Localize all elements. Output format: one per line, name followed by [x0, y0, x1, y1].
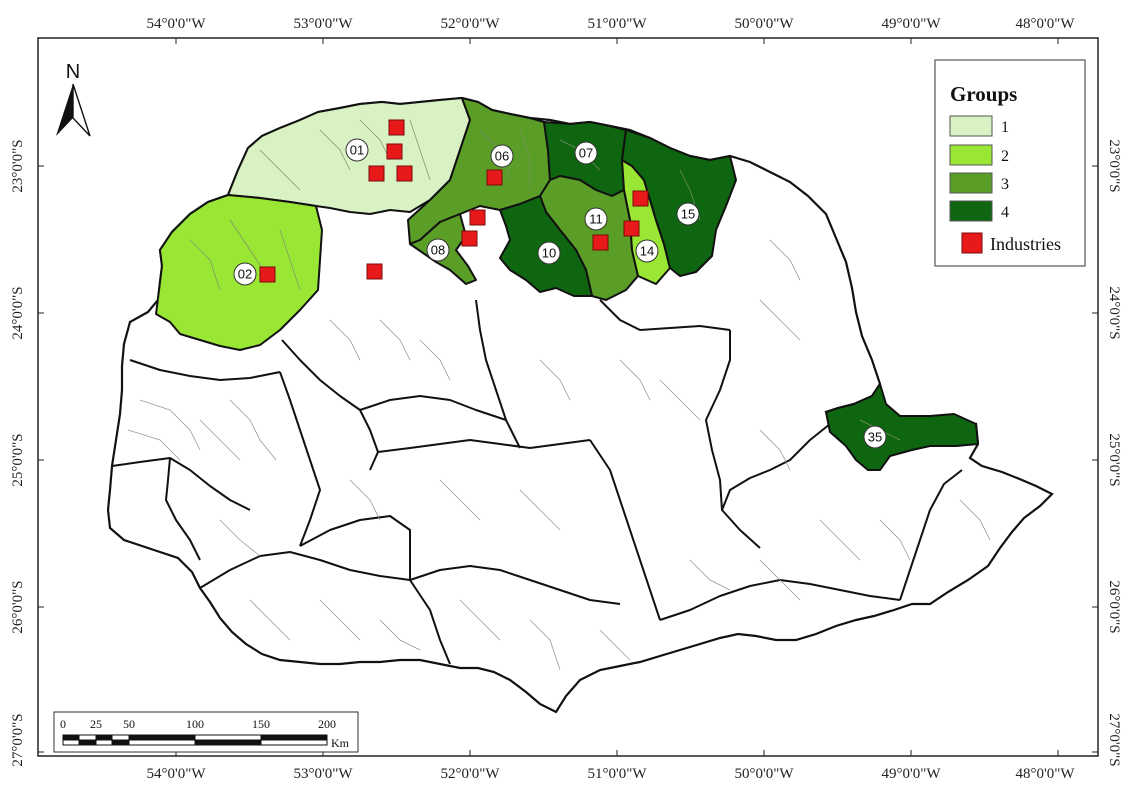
right-latitude-ticks: 23°0'0"S 24°0'0"S 25°0'0"S 26°0'0"S 27°0…	[1092, 139, 1122, 767]
bottom-lon-tick-label: 51°0'0"W	[588, 766, 648, 782]
svg-text:08: 08	[431, 243, 445, 258]
industry-marker	[592, 234, 609, 251]
legend-label: 3	[1001, 176, 1009, 193]
region-label-06: 06	[490, 144, 514, 168]
left-lat-tick-label: 24°0'0"S	[10, 286, 26, 339]
industry-marker	[486, 169, 503, 186]
region-label-07: 07	[574, 141, 598, 165]
left-lat-tick-label: 23°0'0"S	[10, 139, 26, 192]
industry-marker	[623, 220, 640, 237]
legend-title: Groups	[950, 82, 1017, 106]
region-label-01: 01	[345, 138, 369, 162]
top-lon-tick-label: 48°0'0"W	[1016, 16, 1076, 32]
industry-marker	[386, 143, 403, 160]
svg-text:35: 35	[868, 430, 882, 445]
left-lat-tick-label: 26°0'0"S	[10, 580, 26, 633]
scale-unit-label: Km	[331, 736, 350, 750]
industry-marker	[469, 209, 486, 226]
legend-item-3: 3	[949, 172, 1009, 194]
svg-text:02: 02	[238, 267, 252, 282]
scale-tick-label: 200	[318, 717, 336, 731]
region-label-10: 10	[537, 241, 561, 265]
region-06-group-3	[407, 97, 551, 245]
top-lon-tick-label: 49°0'0"W	[882, 16, 942, 32]
left-lat-tick-label: 25°0'0"S	[10, 433, 26, 486]
right-lat-tick-label: 23°0'0"S	[1106, 139, 1122, 192]
top-lon-tick-label: 51°0'0"W	[588, 16, 648, 32]
region-15-group-4	[621, 129, 737, 277]
svg-text:10: 10	[542, 246, 556, 261]
legend-swatch	[949, 144, 993, 166]
legend-item-1: 1	[949, 115, 1009, 137]
bottom-lon-tick-label: 48°0'0"W	[1016, 766, 1076, 782]
legend-label: 2	[1001, 148, 1009, 165]
bottom-lon-tick-label: 54°0'0"W	[147, 766, 207, 782]
legend-swatch	[949, 172, 993, 194]
industry-marker	[396, 165, 413, 182]
industry-marker	[368, 165, 385, 182]
legend-label: 1	[1001, 119, 1009, 136]
left-latitude-ticks: 23°0'0"S 24°0'0"S 25°0'0"S 26°0'0"S 27°0…	[10, 139, 44, 767]
group-municipal-lines	[189, 119, 901, 441]
legend-label: 4	[1001, 204, 1009, 221]
industry-markers	[259, 119, 649, 283]
svg-text:06: 06	[495, 149, 509, 164]
region-labels: 01 02 06 07 08 10 11 14 15 35	[233, 138, 887, 449]
industry-marker	[461, 230, 478, 247]
legend-swatch	[949, 200, 993, 222]
scale-bar: 0 25 50 100 150 200 Km	[53, 711, 359, 753]
scale-tick-label: 100	[186, 717, 204, 731]
legend-item-4: 4	[949, 200, 1009, 222]
region-label-15: 15	[676, 202, 700, 226]
north-arrow-right-half	[72, 83, 91, 137]
bottom-lon-tick-label: 53°0'0"W	[294, 766, 354, 782]
top-lon-tick-label: 50°0'0"W	[735, 16, 795, 32]
municipal-boundaries	[127, 239, 991, 671]
bottom-longitude-ticks: 54°0'0"W 53°0'0"W 52°0'0"W 51°0'0"W 50°0…	[147, 750, 1076, 782]
top-lon-tick-label: 54°0'0"W	[147, 16, 207, 32]
legend-industry-swatch	[961, 232, 983, 254]
right-lat-tick-label: 25°0'0"S	[1106, 433, 1122, 486]
scale-tick-label: 50	[123, 717, 135, 731]
bottom-lon-tick-label: 49°0'0"W	[882, 766, 942, 782]
region-label-35: 35	[863, 425, 887, 449]
north-arrow: N	[56, 61, 91, 137]
right-lat-tick-label: 24°0'0"S	[1106, 286, 1122, 339]
scale-tick-label: 150	[252, 717, 270, 731]
region-label-11: 11	[584, 207, 608, 231]
svg-text:15: 15	[681, 207, 695, 222]
left-lat-tick-label: 27°0'0"S	[10, 713, 26, 766]
bottom-lon-tick-label: 52°0'0"W	[441, 766, 501, 782]
legend-item-2: 2	[949, 144, 1009, 166]
north-label: N	[66, 61, 80, 83]
legend-item-industries: Industries	[961, 232, 1061, 254]
region-35-group-4	[825, 383, 979, 471]
scale-tick-label: 25	[90, 717, 102, 731]
svg-text:11: 11	[589, 212, 603, 227]
legend-industries-label: Industries	[990, 234, 1061, 254]
top-lon-tick-label: 53°0'0"W	[294, 16, 354, 32]
region-label-02: 02	[233, 262, 257, 286]
scale-tick-label: 0	[60, 717, 66, 731]
right-lat-tick-label: 27°0'0"S	[1106, 713, 1122, 766]
region-label-14: 14	[635, 239, 659, 263]
top-lon-tick-label: 52°0'0"W	[441, 16, 501, 32]
svg-text:01: 01	[350, 143, 364, 158]
bottom-lon-tick-label: 50°0'0"W	[735, 766, 795, 782]
north-arrow-left-half	[56, 84, 73, 136]
industry-marker	[632, 190, 649, 207]
legend: Groups 1 2 3 4 Industries	[934, 59, 1086, 267]
industry-marker	[388, 119, 405, 136]
region-label-08: 08	[426, 238, 450, 262]
svg-text:07: 07	[579, 146, 593, 161]
svg-text:14: 14	[640, 244, 654, 259]
top-longitude-ticks: 54°0'0"W 53°0'0"W 52°0'0"W 51°0'0"W 50°0…	[147, 16, 1076, 44]
industry-marker	[366, 263, 383, 280]
industry-marker	[259, 266, 276, 283]
right-lat-tick-label: 26°0'0"S	[1106, 580, 1122, 633]
legend-swatch	[949, 115, 993, 137]
